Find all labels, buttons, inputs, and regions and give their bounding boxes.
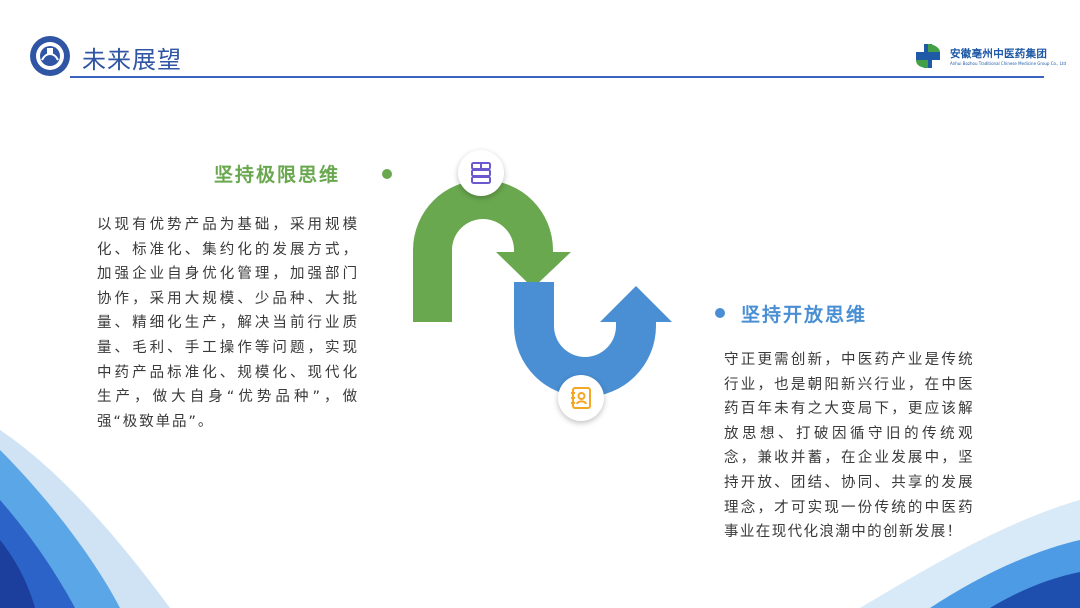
brand-subtitle: Anhui Bozhou Traditional Chinese Medicin…	[950, 61, 1067, 66]
header: 未来展望 安徽亳州中医药集团 Anhui Bozhou Traditional …	[0, 0, 1080, 90]
brand-name: 安徽亳州中医药集团	[950, 48, 1048, 60]
brand-logo-icon	[916, 44, 940, 68]
right-heading: 坚持开放思维	[741, 304, 868, 326]
right-bullet-dot	[715, 308, 725, 318]
page-title: 未来展望	[82, 46, 182, 74]
contact-book-icon	[571, 387, 591, 409]
left-icon-badge	[458, 150, 504, 196]
right-body-text: 守正更需创新，中医药产业是传统行业，也是朝阳新兴行业，在中医药百年未有之大变局下…	[724, 352, 974, 541]
blue-arrow	[514, 282, 672, 397]
university-emblem-icon	[30, 36, 70, 76]
book-stack-icon	[471, 162, 491, 184]
left-heading: 坚持极限思维	[214, 164, 341, 186]
brand-logo-block: 安徽亳州中医药集团 Anhui Bozhou Traditional Chine…	[914, 42, 1066, 72]
right-icon-badge	[558, 375, 604, 421]
header-divider	[70, 76, 1044, 78]
left-bullet-dot	[382, 169, 392, 179]
left-body-text: 以现有优势产品为基础，采用规模化、标准化、集约化的发展方式，加强企业自身优化管理…	[97, 217, 359, 430]
